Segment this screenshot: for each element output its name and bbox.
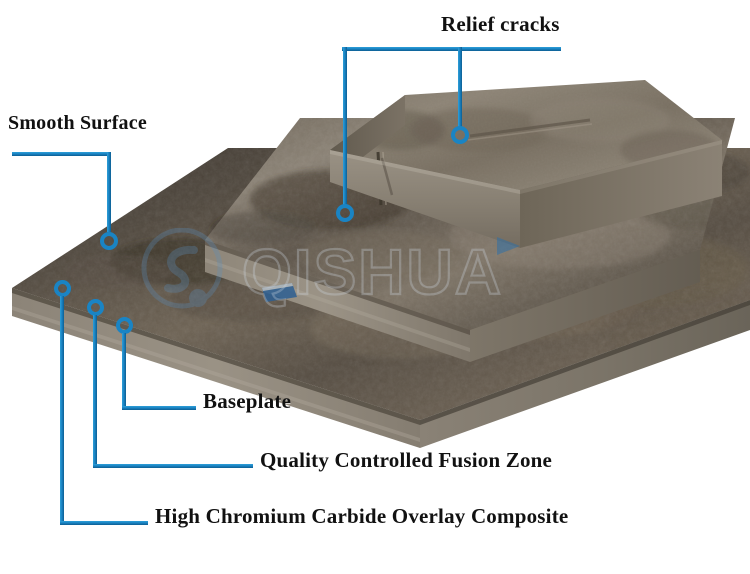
leader-line-smooth-surface-vertical [107,152,111,232]
leader-line-relief-cracks-vertical-right [458,47,462,127]
label-quality-controlled-fusion-zone: Quality Controlled Fusion Zone [260,448,553,472]
leader-line-smooth-surface-horizontal [12,152,111,156]
label-relief-cracks: Relief cracks [441,12,560,36]
label-high-chromium-carbide-overlay-composite: High Chromium Carbide Overlay Composite [155,504,569,528]
marker-ring-relief-crack-left [336,204,354,222]
leader-line-fusion-zone-horizontal [93,464,253,468]
leader-line-fusion-zone-vertical [93,315,97,468]
marker-ring-relief-crack-right [451,126,469,144]
label-baseplate: Baseplate [203,389,292,413]
marker-ring-baseplate [116,317,133,334]
marker-ring-fusion-zone [87,299,104,316]
leader-line-baseplate-horizontal [122,406,196,410]
marker-ring-smooth-surface [100,232,118,250]
leader-line-overlay-composite-horizontal [60,521,148,525]
leader-line-baseplate-vertical [122,333,126,410]
label-smooth-surface: Smooth Surface [8,112,147,134]
leader-line-relief-cracks-horizontal [342,47,561,51]
leader-line-overlay-composite-vertical [60,296,64,525]
marker-ring-overlay-composite [54,280,71,297]
leader-line-relief-cracks-vertical-left [343,47,347,205]
